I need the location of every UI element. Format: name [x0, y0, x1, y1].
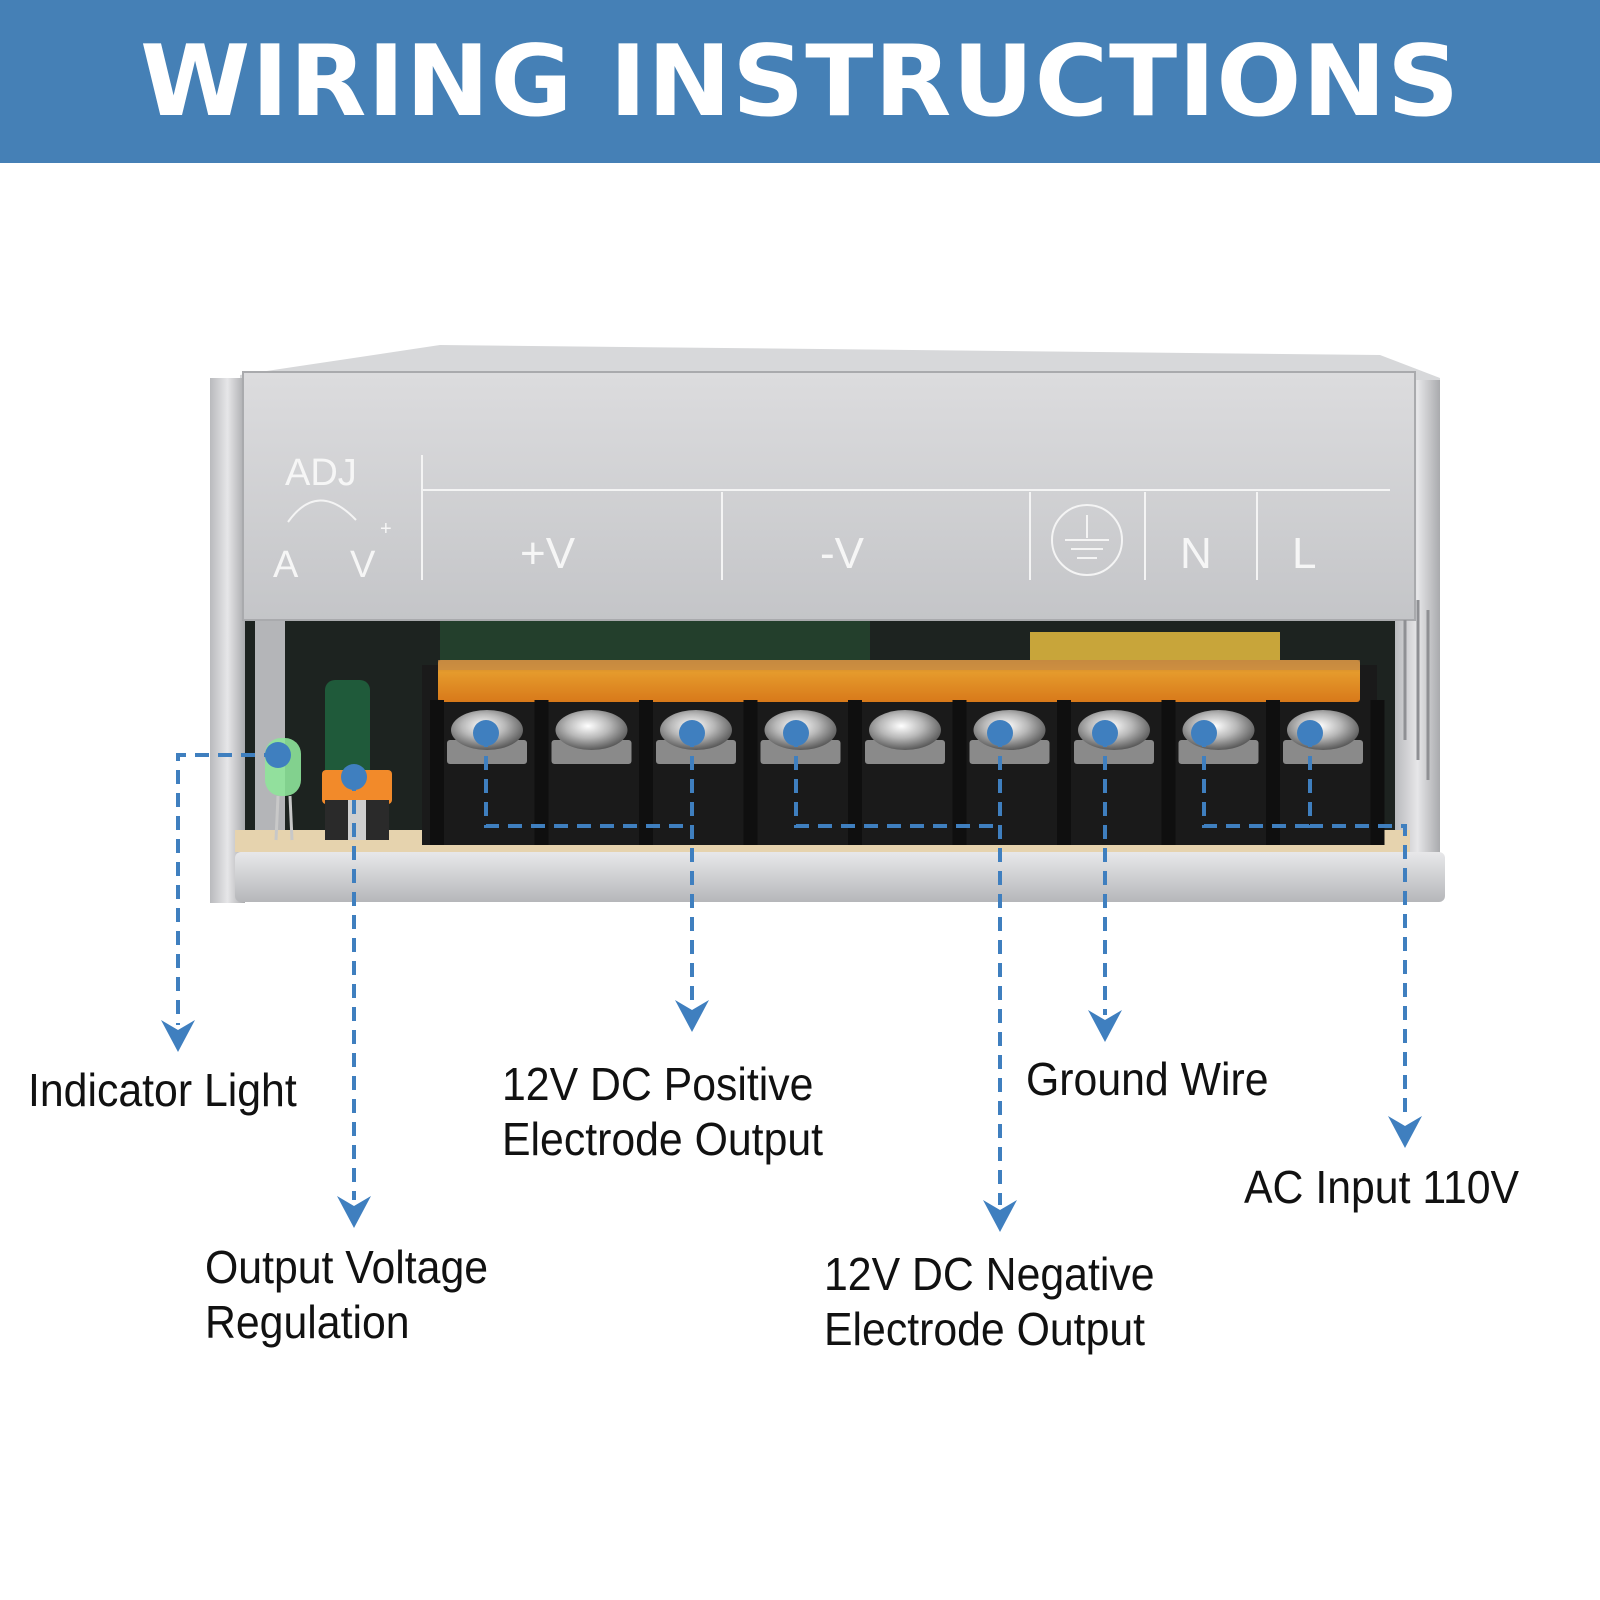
- housing-top-panel: [242, 371, 1416, 621]
- housing-left-wall: [210, 378, 245, 903]
- label-output-voltage-regulation: Output Voltage Regulation: [205, 1240, 488, 1350]
- arrow-down-icon: [161, 1020, 195, 1052]
- pcb-components: [440, 620, 870, 660]
- callout-dc-negative: [794, 733, 1002, 1205]
- adj-low-label: A: [273, 544, 299, 586]
- arrow-down-icon: [1388, 1116, 1422, 1148]
- callout-dot: [341, 764, 367, 790]
- adj-label: ADJ: [285, 452, 357, 494]
- terminal-screws: [430, 700, 1385, 845]
- terminal-divider: [1057, 700, 1071, 845]
- page-title: WIRING INSTRUCTIONS: [139, 24, 1461, 139]
- label-line: Output Voltage: [205, 1241, 489, 1293]
- terminal-label-live: L: [1292, 529, 1316, 578]
- terminal-label-neutral: N: [1180, 529, 1212, 578]
- inner-bracket: [255, 612, 285, 842]
- callout-dot: [987, 720, 1013, 746]
- terminal-divider: [743, 700, 758, 845]
- callout-dot: [679, 720, 705, 746]
- adj-high-label: V: [350, 544, 376, 586]
- terminal-screw: [869, 710, 941, 750]
- housing-bottom-lip: [235, 852, 1445, 902]
- terminal-divider: [1370, 700, 1385, 845]
- callout-dot: [473, 720, 499, 746]
- terminal-cover: [438, 660, 1360, 702]
- terminal-divider: [848, 700, 862, 845]
- terminal-divider: [952, 700, 967, 845]
- terminal-divider: [534, 700, 549, 845]
- callout-lines: [176, 733, 1407, 1205]
- callout-dot: [1191, 720, 1217, 746]
- callout-dot: [265, 742, 291, 768]
- arrow-down-icon: [675, 1000, 709, 1032]
- earth-ground-icon: [1051, 504, 1123, 576]
- label-dc-positive: 12V DC Positive Electrode Output: [502, 1057, 823, 1167]
- label-line: AC Input 110V: [1244, 1161, 1520, 1213]
- label-line: 12V DC Negative: [824, 1248, 1155, 1300]
- terminal-divider: [1266, 700, 1280, 845]
- label-line: 12V DC Positive: [502, 1058, 814, 1110]
- terminal-screw: [555, 710, 628, 750]
- callout-indicator-light: [176, 753, 278, 1025]
- arrow-down-icon: [1088, 1010, 1122, 1042]
- callout-dot: [1297, 720, 1323, 746]
- arrow-down-icon: [337, 1196, 371, 1228]
- terminal-divider: [639, 700, 653, 845]
- label-line: Electrode Output: [824, 1303, 1146, 1355]
- terminal-label-negative: -V: [820, 529, 865, 578]
- callout-ac-input: [1202, 733, 1407, 1120]
- callout-dot: [783, 720, 809, 746]
- panel-markings: [287, 455, 1390, 580]
- panel-labels: ADJ A V + +V -V N L: [273, 452, 1316, 586]
- adj-plus-label: +: [380, 518, 392, 540]
- terminal-label-positive: +V: [520, 529, 576, 578]
- adjust-arrow-icon: [287, 499, 357, 523]
- vent-slots: [1403, 600, 1430, 780]
- label-dc-negative: 12V DC Negative Electrode Output: [824, 1247, 1155, 1357]
- terminal-divider: [1161, 700, 1176, 845]
- label-line: Electrode Output: [502, 1113, 824, 1165]
- label-ac-input: AC Input 110V: [1244, 1160, 1519, 1215]
- label-indicator-light: Indicator Light: [28, 1063, 297, 1118]
- label-line: Regulation: [205, 1296, 410, 1348]
- callout-dc-positive: [484, 733, 694, 1005]
- label-ground-wire: Ground Wire: [1026, 1052, 1268, 1107]
- label-line: Indicator Light: [28, 1064, 297, 1116]
- callout-arrows: [161, 1000, 1422, 1232]
- callout-dot: [1092, 720, 1118, 746]
- arrow-down-icon: [983, 1200, 1017, 1232]
- capacitor-green: [325, 680, 370, 780]
- label-line: Ground Wire: [1026, 1053, 1269, 1105]
- header-banner: WIRING INSTRUCTIONS: [0, 0, 1600, 163]
- callout-dots: [265, 720, 1323, 790]
- terminal-divider: [430, 700, 444, 845]
- terminal-block: [422, 660, 1385, 845]
